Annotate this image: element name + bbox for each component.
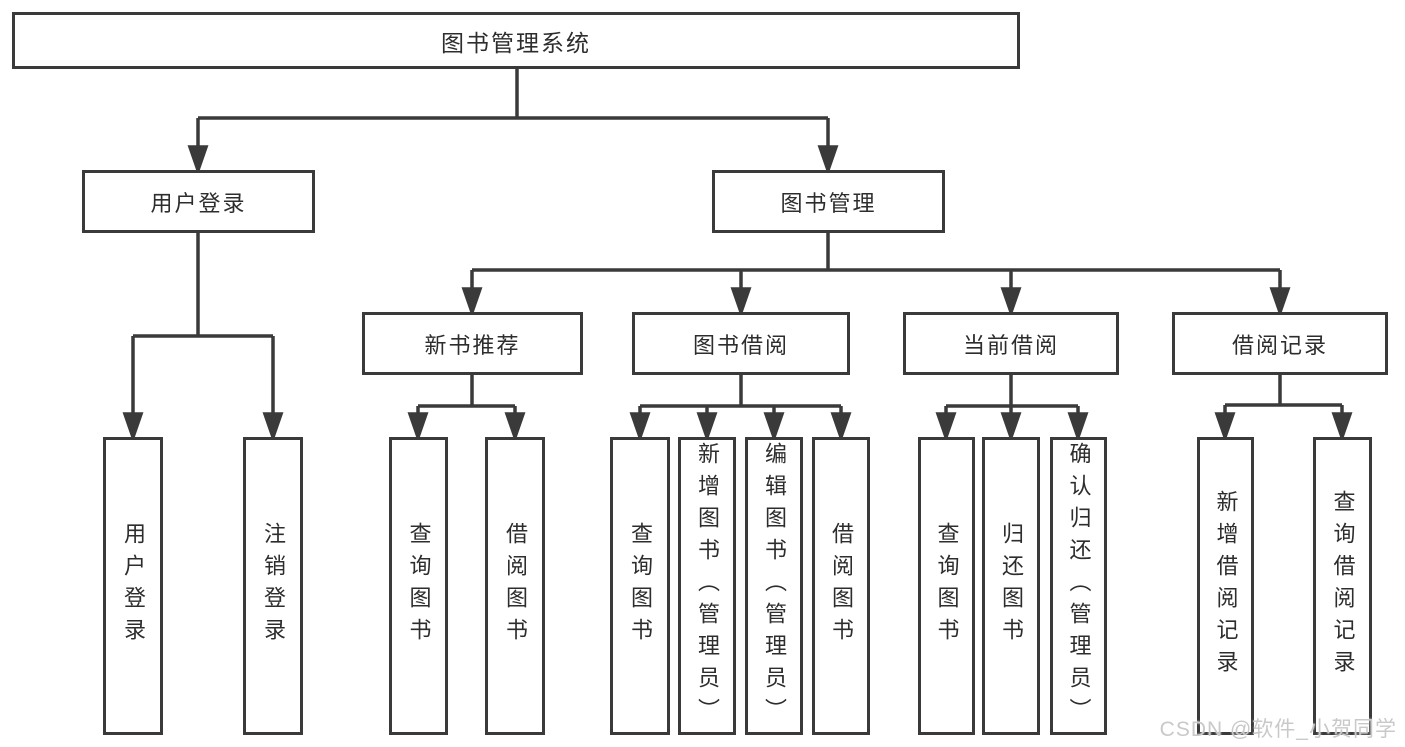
node-leaf-query-books-current: 查询图书 — [918, 437, 975, 735]
node-label: 图书借阅 — [692, 332, 789, 358]
arrow-head — [817, 145, 839, 176]
node-leaf-borrow-books: 借阅图书 — [812, 437, 870, 735]
node-label: 用户登录 — [150, 190, 247, 216]
node-label: 查询图书 — [628, 522, 653, 650]
node-label: 编辑图书（管理员） — [762, 442, 787, 730]
node-leaf-borrow-books-recommend: 借阅图书 — [485, 437, 545, 735]
node-label: 图书管理 — [780, 190, 877, 216]
arrow-head — [1269, 287, 1291, 318]
node-leaf-edit-books-admin: 编辑图书（管理员） — [745, 437, 803, 735]
connector-book-borrow-children — [629, 375, 852, 443]
arrow-head — [1331, 412, 1353, 443]
node-label: 借阅记录 — [1231, 332, 1328, 358]
node-label: 借阅图书 — [503, 522, 528, 650]
arrow-head — [122, 412, 144, 443]
node-label: 查询借阅记录 — [1330, 490, 1356, 682]
node-label: 用户登录 — [121, 522, 146, 650]
connector-borrow-records-children — [1214, 375, 1353, 443]
node-label: 查询图书 — [934, 522, 960, 650]
arrow-head — [730, 287, 752, 318]
node-leaf-add-books-admin: 新增图书（管理员） — [678, 437, 736, 735]
arrow-head — [935, 412, 957, 443]
node-label: 注销登录 — [261, 522, 286, 650]
node-label: 图书管理系统 — [441, 29, 591, 56]
arrow-head — [504, 412, 526, 443]
node-leaf-logout: 注销登录 — [243, 437, 303, 735]
node-label: 新书推荐 — [424, 332, 521, 358]
node-label: 新增借阅记录 — [1213, 490, 1239, 682]
arrow-head — [696, 412, 718, 443]
node-new-book-recommend: 新书推荐 — [362, 312, 583, 375]
connector-path — [638, 375, 843, 415]
arrow-head — [1067, 412, 1089, 443]
arrow-head — [763, 412, 785, 443]
arrow-head — [1000, 287, 1022, 318]
arrow-head — [461, 287, 483, 318]
node-label: 借阅图书 — [829, 522, 854, 650]
connector-root-to-level2 — [187, 67, 839, 176]
connector-current-borrow-children — [935, 375, 1089, 443]
node-label: 确认归还（管理员） — [1066, 442, 1092, 730]
node-label: 新增图书（管理员） — [695, 442, 720, 730]
arrow-head — [830, 412, 852, 443]
connector-path — [196, 67, 830, 150]
connector-path — [1223, 375, 1344, 415]
node-label: 查询图书 — [406, 522, 432, 650]
arrow-head — [407, 412, 429, 443]
arrow-head — [1000, 412, 1022, 443]
node-current-borrowing: 当前借阅 — [903, 312, 1119, 375]
node-book-management: 图书管理 — [712, 170, 945, 233]
connector-path — [416, 375, 517, 415]
node-library-system: 图书管理系统 — [12, 12, 1020, 69]
connector-book-management-children — [461, 233, 1291, 318]
arrow-head — [262, 412, 284, 443]
node-user-login: 用户登录 — [82, 170, 315, 233]
node-leaf-user-login: 用户登录 — [103, 437, 163, 735]
node-leaf-query-borrow-record: 查询借阅记录 — [1313, 437, 1372, 735]
node-leaf-add-borrow-record: 新增借阅记录 — [1197, 437, 1254, 735]
connector-path — [131, 233, 275, 415]
arrow-head — [629, 412, 651, 443]
node-book-borrowing: 图书借阅 — [632, 312, 850, 375]
node-leaf-return-books: 归还图书 — [982, 437, 1040, 735]
arrow-head — [1214, 412, 1236, 443]
connector-new-book-children — [407, 375, 526, 443]
node-leaf-query-books-borrow: 查询图书 — [610, 437, 670, 735]
node-label: 归还图书 — [999, 522, 1024, 650]
connector-user-login-children — [122, 233, 284, 443]
arrow-head — [187, 145, 209, 176]
node-borrow-records: 借阅记录 — [1172, 312, 1388, 375]
connector-path — [944, 375, 1080, 415]
node-label: 当前借阅 — [962, 332, 1059, 358]
connector-path — [470, 233, 1282, 290]
node-leaf-confirm-return-admin: 确认归还（管理员） — [1050, 437, 1107, 735]
node-leaf-query-books-recommend: 查询图书 — [389, 437, 448, 735]
